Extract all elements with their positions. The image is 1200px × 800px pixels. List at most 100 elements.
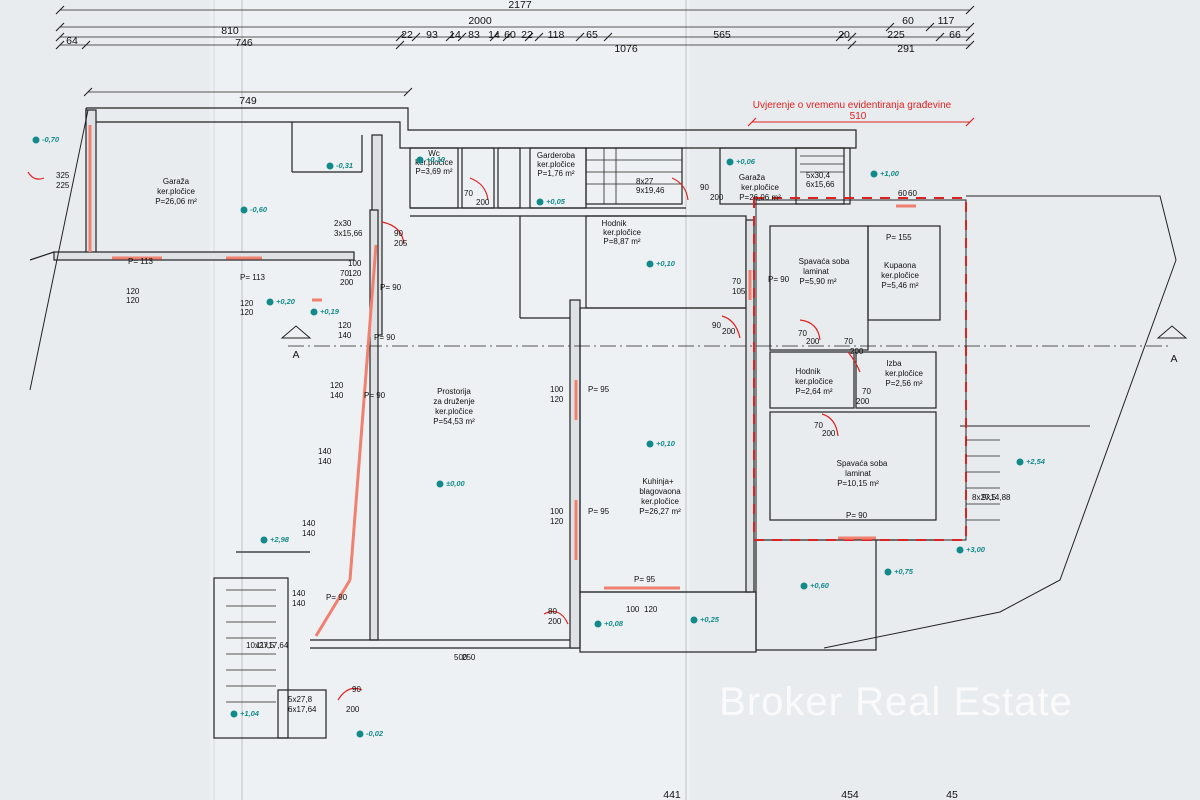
- level-marker: +0,05: [536, 197, 566, 206]
- svg-text:70: 70: [862, 387, 871, 396]
- svg-text:70: 70: [732, 277, 741, 286]
- dimension-749: 749: [83, 87, 413, 107]
- svg-text:205: 205: [394, 239, 408, 248]
- room-floor: ker.pločice: [741, 183, 779, 192]
- dim-2000: 2000: [468, 15, 492, 27]
- svg-text:±0,00: ±0,00: [446, 479, 466, 488]
- svg-text:200: 200: [548, 617, 562, 626]
- site-boundary: [29, 109, 1177, 649]
- dim-441: 441: [663, 789, 681, 800]
- svg-text:90: 90: [352, 685, 361, 694]
- room-floor: ker.pločice: [885, 369, 923, 378]
- room-name: Spavaća soba: [799, 257, 850, 266]
- svg-text:P= 90: P= 90: [846, 511, 868, 520]
- level-marker: +0,75: [884, 567, 914, 576]
- level-marker: +0,25: [690, 615, 720, 624]
- room-floor: ker.pločice: [537, 160, 575, 169]
- opening-label: P= 90: [846, 511, 868, 520]
- level-marker: +1,04: [230, 709, 260, 718]
- room-floor: ker.pločice: [641, 497, 679, 506]
- opening-label: P= 90: [380, 283, 402, 292]
- svg-text:+0,10: +0,10: [426, 155, 446, 164]
- svg-text:+0,25: +0,25: [700, 615, 720, 624]
- level-marker: ±0,00: [436, 479, 466, 488]
- svg-text:5x27,8: 5x27,8: [288, 695, 313, 704]
- room-name: Hodnik: [796, 367, 822, 376]
- level-marker: +3,00: [956, 545, 986, 554]
- svg-text:60: 60: [908, 189, 917, 198]
- dim-64: 64: [66, 35, 78, 47]
- svg-text:60: 60: [898, 189, 907, 198]
- dim-45: 45: [946, 789, 958, 800]
- dim-454: 454: [841, 789, 859, 800]
- svg-text:90: 90: [700, 183, 709, 192]
- svg-text:250: 250: [462, 653, 476, 662]
- svg-text:120: 120: [126, 296, 140, 305]
- room-area: P=26,27 m²: [639, 507, 681, 516]
- room-floor: ker.pločice: [415, 158, 453, 167]
- svg-text:140: 140: [292, 589, 306, 598]
- svg-text:80: 80: [548, 607, 557, 616]
- dim-810: 810: [221, 25, 239, 37]
- svg-text:200: 200: [850, 347, 864, 356]
- dim-20: 20: [838, 29, 850, 41]
- room-name-2: za druženje: [433, 397, 475, 406]
- svg-text:5x30,4: 5x30,4: [806, 171, 831, 180]
- svg-text:140: 140: [292, 599, 306, 608]
- opening-label: P= 95: [588, 507, 610, 516]
- svg-text:6x15,66: 6x15,66: [806, 180, 835, 189]
- dim-2177: 2177: [508, 0, 532, 11]
- level-marker: +2,54: [1016, 457, 1046, 466]
- room-area: P=26,06 m²: [739, 193, 781, 202]
- svg-text:100: 100: [550, 507, 564, 516]
- level-marker: +0,10: [646, 439, 676, 448]
- room-floor: ker.pločice: [157, 187, 195, 196]
- dim-14b: 14: [488, 29, 500, 41]
- svg-text:120: 120: [550, 395, 564, 404]
- room-kuhinja: Kuhinja+ blagovaona ker.pločice P=26,27 …: [639, 477, 681, 516]
- svg-text:200: 200: [710, 193, 724, 202]
- svg-text:120: 120: [330, 381, 344, 390]
- svg-text:120: 120: [126, 287, 140, 296]
- svg-text:140: 140: [302, 529, 316, 538]
- svg-text:+0,60: +0,60: [810, 581, 830, 590]
- dim-1076: 1076: [614, 43, 638, 55]
- svg-text:P= 113: P= 113: [240, 273, 266, 282]
- top-dimension-chains: [55, 5, 975, 50]
- svg-text:140: 140: [318, 457, 332, 466]
- svg-text:10x27,5: 10x27,5: [246, 641, 275, 650]
- svg-text:6x17,64: 6x17,64: [288, 705, 317, 714]
- room-name: Garaža: [163, 177, 190, 186]
- svg-text:8x27: 8x27: [636, 177, 654, 186]
- svg-text:9x19,46: 9x19,46: [636, 186, 665, 195]
- svg-text:P= 90: P= 90: [380, 283, 402, 292]
- room-area: P=3,69 m²: [415, 167, 452, 176]
- svg-text:+1,04: +1,04: [240, 709, 260, 718]
- opening-label: P= 90: [326, 593, 348, 602]
- dim-66: 66: [949, 29, 961, 41]
- red-dashed-zones: [753, 197, 967, 541]
- dim-118: 118: [548, 29, 565, 41]
- svg-text:200: 200: [476, 198, 490, 207]
- svg-text:+2,54: +2,54: [1026, 457, 1046, 466]
- svg-text:-0,31: -0,31: [336, 161, 353, 170]
- opening-label: P= 95: [634, 575, 656, 584]
- svg-text:P= 95: P= 95: [588, 507, 610, 516]
- svg-text:70: 70: [340, 269, 349, 278]
- svg-text:9x14,88: 9x14,88: [982, 493, 1011, 502]
- svg-text:90: 90: [394, 229, 403, 238]
